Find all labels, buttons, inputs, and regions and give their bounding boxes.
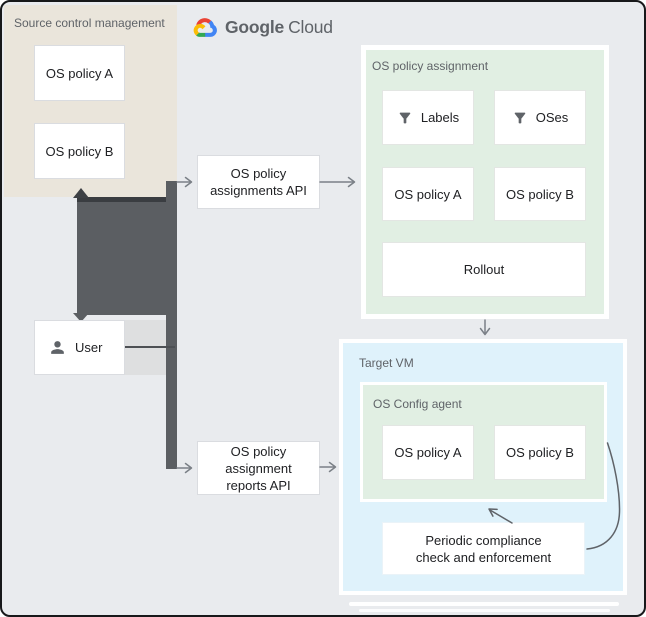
periodic-compliance-box: Periodic compliance check and enforcemen… — [382, 522, 585, 575]
agent-os-policy-b: OS policy B — [494, 425, 586, 480]
arrow-assignments-api-to-assignment-panel — [319, 176, 356, 188]
logo-word-google: Google — [225, 17, 285, 37]
agent-os-policy-b-label: OS policy B — [506, 445, 574, 460]
source-control-label: Source control management — [14, 16, 165, 30]
source-os-policy-b-label: OS policy B — [45, 143, 114, 159]
filter-icon — [512, 110, 528, 126]
periodic-compliance-label: Periodic compliance check and enforcemen… — [415, 532, 552, 565]
os-config-agent-label: OS Config agent — [373, 397, 462, 411]
os-policy-assignments-api-box: OS policy assignments API — [197, 155, 320, 209]
os-policy-assignment-reports-api-label: OS policy assignment reports API — [225, 443, 292, 493]
rollout-box: Rollout — [382, 242, 586, 297]
os-config-agent-panel: OS Config agent OS policy A OS policy B — [360, 382, 607, 502]
user-icon — [48, 338, 67, 357]
source-os-policy-a-label: OS policy A — [45, 65, 114, 81]
source-control-panel: Source control management OS policy A OS… — [4, 5, 177, 197]
arrow-trunk-to-reports-api — [176, 462, 193, 474]
arrow-trunk-to-assignments-api — [176, 176, 193, 188]
source-os-policy-b: OS policy B — [34, 123, 125, 179]
google-cloud-icon — [193, 17, 217, 38]
source-os-policy-a: OS policy A — [34, 45, 125, 101]
agent-os-policy-a: OS policy A — [382, 425, 474, 480]
vm-stack-bar — [359, 609, 610, 612]
labels-box: Labels — [382, 90, 474, 145]
os-policy-assignment-panel: OS policy assignment Labels OSes OS poli… — [361, 45, 609, 319]
logo-word-cloud: Cloud — [288, 17, 333, 37]
assignment-os-policy-b: OS policy B — [494, 167, 586, 221]
vm-stack-bar — [349, 602, 619, 606]
connector-block — [77, 197, 177, 315]
connector-arrow-down-icon — [73, 313, 89, 322]
user-to-trunk-line — [125, 346, 175, 348]
rollout-box-label: Rollout — [463, 262, 505, 277]
os-policy-assignment-reports-api-box: OS policy assignment reports API — [197, 441, 320, 495]
connector-arrow-up-icon — [73, 188, 89, 198]
arrow-assignment-panel-to-target-vm — [479, 319, 491, 336]
connector-block-top-edge — [77, 197, 177, 202]
filter-icon — [397, 110, 413, 126]
user-box: User — [34, 320, 125, 375]
connector-trunk — [166, 181, 177, 469]
target-vm-panel: Target VM OS Config agent OS policy A OS… — [339, 339, 627, 595]
target-vm-label: Target VM — [359, 356, 414, 370]
labels-box-label: Labels — [420, 110, 460, 125]
arrow-reports-api-to-target-vm — [319, 461, 337, 473]
agent-os-policy-a-label: OS policy A — [394, 445, 462, 460]
assignment-os-policy-b-label: OS policy B — [506, 186, 574, 202]
assignment-os-policy-a-label: OS policy A — [394, 186, 462, 202]
user-label: User — [75, 340, 103, 355]
os-policy-assignment-label: OS policy assignment — [372, 59, 489, 73]
assignment-os-policy-a: OS policy A — [382, 167, 474, 221]
os-policy-assignments-api-label: OS policy assignments API — [210, 166, 307, 198]
oses-box: OSes — [494, 90, 586, 145]
oses-box-label: OSes — [535, 110, 569, 125]
